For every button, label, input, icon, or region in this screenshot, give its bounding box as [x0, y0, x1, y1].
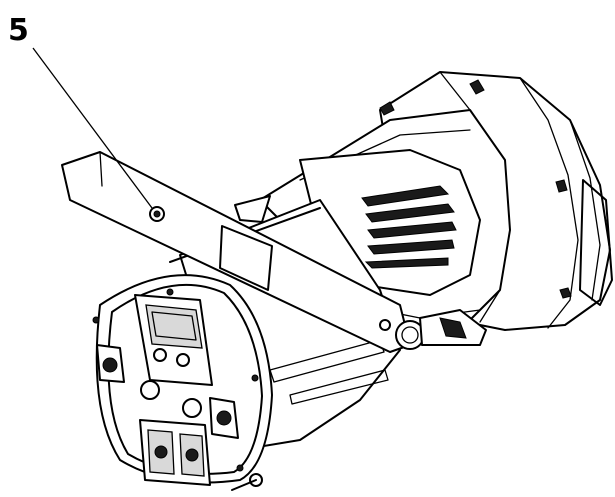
tilt-lock-handle [395, 309, 487, 350]
screw-icon [92, 316, 100, 324]
screw-icon [251, 374, 259, 382]
data-socket-icon [154, 445, 168, 459]
yoke-bolt-icon [379, 319, 391, 331]
power-connector-icon [102, 357, 118, 373]
control-knob-icon [153, 348, 167, 362]
data-socket-icon [185, 448, 199, 462]
indicator-icon [182, 398, 202, 418]
callout-leader-line [32, 47, 153, 209]
rear-control-panel [92, 274, 273, 491]
mounting-yoke [61, 151, 411, 353]
screw-icon [236, 464, 244, 472]
control-knob-icon [176, 353, 190, 367]
callout-5: 5 [8, 13, 153, 209]
power-connector-icon [216, 410, 232, 426]
fuse-holder-icon [140, 380, 160, 400]
screw-icon [166, 288, 174, 296]
callout-label: 5 [8, 13, 29, 48]
